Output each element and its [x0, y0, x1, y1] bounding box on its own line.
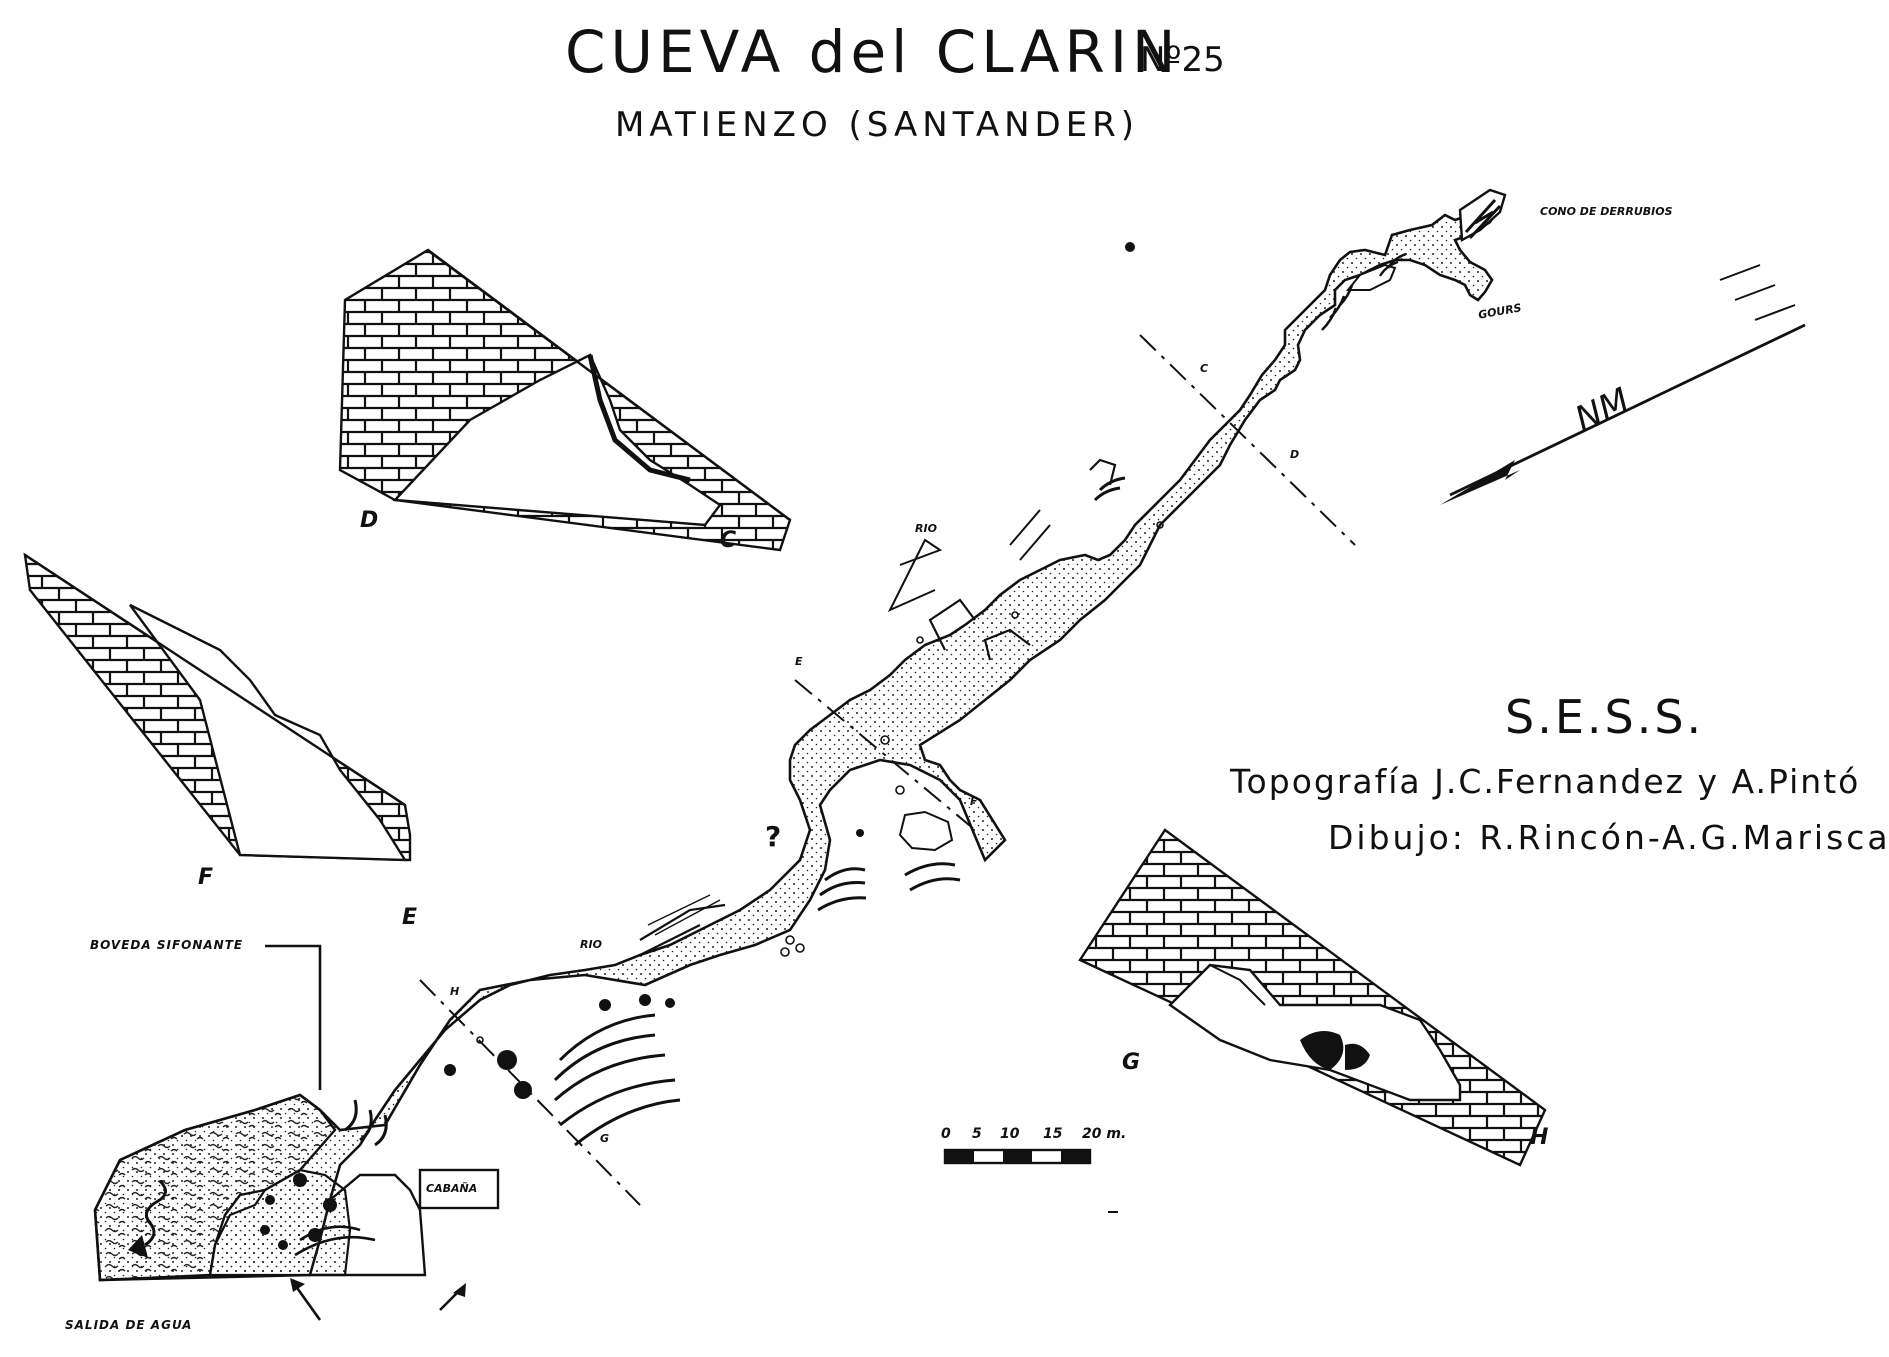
section-ef-right-label: E: [402, 905, 418, 930]
survey-credit: Topografía J.C.Fernandez y A.Pintó: [1230, 762, 1861, 801]
label-debris-cone: CONO DE DERRUBIOS: [1540, 205, 1673, 218]
section-marker-f: F: [970, 795, 978, 808]
label-water-exit: SALIDA DE AGUA: [65, 1318, 193, 1332]
cave-number: Nº25: [1140, 40, 1225, 80]
cross-section-cd: [338, 248, 792, 552]
entrance-arrows: [290, 1278, 466, 1321]
siphon-vault-leader: [265, 944, 322, 1090]
label-question-mark: ?: [765, 820, 782, 853]
scale-label-10: 10: [1000, 1126, 1020, 1142]
organization-name: S.E.S.S.: [1505, 690, 1705, 744]
cross-section-gh: [1078, 828, 1547, 1167]
section-marker-d: D: [1290, 448, 1300, 461]
section-cd-left-label: D: [360, 508, 379, 533]
cross-section-ef: [23, 552, 412, 862]
scale-label-0: 0: [941, 1126, 951, 1142]
north-arrow: [1440, 264, 1806, 505]
section-marker-e: E: [795, 655, 803, 668]
scale-label-20: 20 m.: [1082, 1126, 1127, 1142]
section-gh-left-label: G: [1122, 1050, 1141, 1075]
scale-bar: [943, 1148, 1092, 1165]
section-cd-right-label: C: [720, 528, 737, 553]
section-lines: [419, 334, 1356, 1206]
section-marker-g: G: [600, 1132, 610, 1145]
section-marker-c: C: [1200, 362, 1209, 375]
map-title: CUEVA del CLARIN: [565, 18, 1181, 86]
section-gh-right-label: H: [1530, 1125, 1549, 1150]
label-river-lower: RIO: [580, 938, 602, 951]
drawing-credit: Dibujo: R.Rincón-A.G.Mariscal: [1328, 818, 1889, 857]
scale-label-15: 15: [1043, 1126, 1063, 1142]
label-siphon-vault: BOVEDA SIFONANTE: [90, 938, 244, 952]
section-ef-left-label: F: [198, 865, 214, 890]
section-marker-h: H: [450, 985, 460, 998]
label-river-upper: RIO: [915, 522, 937, 535]
label-hut: CABAÑA: [426, 1182, 478, 1195]
map-location: MATIENZO (SANTANDER): [615, 105, 1140, 145]
scale-label-5: 5: [972, 1126, 982, 1142]
